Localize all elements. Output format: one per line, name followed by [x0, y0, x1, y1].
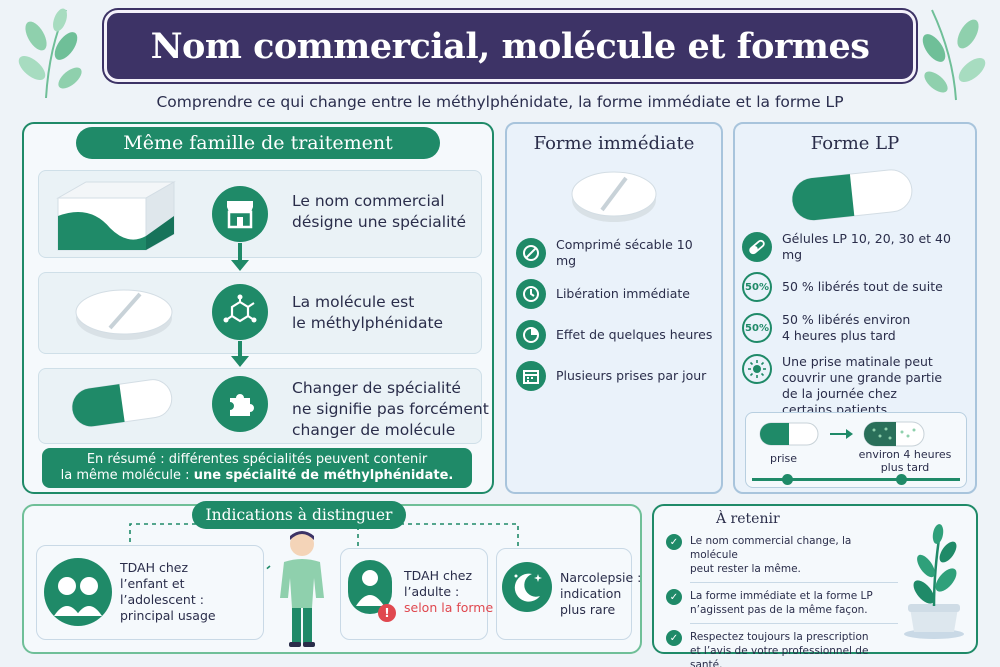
leaf-decoration-right-icon	[922, 9, 986, 101]
shop-icon	[212, 186, 268, 242]
retenir-item-1: ✓ Le nom commercial change, la molécule …	[666, 534, 898, 576]
retenir-item-2-line2: n’agissent pas de la même façon.	[690, 604, 868, 616]
timeline-start-label: prise	[770, 452, 798, 465]
resume-line2-prefix: la même molécule :	[60, 468, 194, 483]
indication-3-line2: indication	[560, 586, 622, 601]
lp-feature-3-line2: 4 heures plus tard	[782, 328, 896, 343]
title-banner: Nom commercial, molécule et formes	[104, 10, 916, 82]
calendar-icon	[516, 361, 546, 391]
resume-line2-bold: une spécialité de méthylphénidate.	[193, 468, 454, 483]
lp-feature-4-line3: de la journée chez	[782, 386, 897, 401]
retenir-item-2: ✓ La forme immédiate et la forme LP n’ag…	[666, 589, 898, 617]
immediate-feature-2: Libération immédiate	[516, 279, 716, 309]
percent-icon: 50%	[742, 272, 772, 302]
retenir-item-3: ✓ Respectez toujours la prescription et …	[666, 630, 898, 667]
check-icon: ✓	[666, 630, 682, 646]
immediate-title: Forme immédiate	[533, 133, 695, 154]
capsule-released-icon	[863, 421, 925, 447]
moon-stars-icon	[502, 562, 552, 612]
indication-3-line1: Narcolepsie :	[560, 570, 642, 585]
immediate-feature-1-text: Comprimé sécable 10 mg	[556, 237, 693, 268]
arrow-stem	[238, 243, 242, 261]
lp-feature-1: Gélules LP 10, 20, 30 et 40 mg	[742, 231, 974, 262]
lp-feature-1-text: Gélules LP 10, 20, 30 et 40 mg	[782, 231, 951, 262]
retenir-item-3-line2: et l’avis de votre professionnel de sant…	[690, 645, 869, 667]
check-icon: ✓	[666, 534, 682, 550]
down-arrow-icon	[231, 260, 249, 271]
adult-icon	[348, 560, 392, 614]
capsule-start-icon	[759, 422, 819, 446]
resume-bar: En résumé : différentes spécialités peuv…	[42, 448, 472, 488]
resume-line1: En résumé : différentes spécialités peuv…	[86, 452, 428, 467]
molecule-icon	[212, 284, 268, 340]
famille-row1-line1: Le nom commercial	[292, 192, 445, 210]
timeline-track	[752, 478, 960, 481]
potted-plant-icon	[904, 524, 964, 639]
lp-feature-3: 50% 50 % libérés environ 4 heures plus t…	[742, 312, 974, 344]
capsule-small-icon	[742, 232, 772, 262]
famille-row3-line1: Changer de spécialité	[292, 379, 461, 397]
medicine-box-icon	[56, 181, 176, 251]
indication-3-line3: plus rare	[560, 602, 616, 617]
famille-row2-line2: le méthylphénidate	[292, 314, 444, 332]
retenir-item-1-line2: peut rester la même.	[690, 563, 801, 575]
indication-1-line3: l’adolescent :	[120, 592, 204, 607]
lp-feature-2: 50% 50 % libérés tout de suite	[742, 272, 974, 302]
famille-row3-line2: ne signifie pas forcément	[292, 400, 489, 418]
timeline-dot-start	[782, 474, 793, 485]
capsule-icon	[791, 169, 913, 221]
tablet-icon	[75, 289, 173, 340]
arrow-stem	[238, 341, 242, 357]
tablet-icon	[571, 171, 657, 222]
capsule-icon	[71, 379, 173, 427]
immediate-feature-4: Plusieurs prises par jour	[516, 361, 716, 391]
lp-title: Forme LP	[810, 133, 900, 154]
famille-row1-line2: désigne une spécialité	[292, 213, 466, 231]
timeline-end-label-line1: environ 4 heures	[858, 448, 952, 461]
sun-icon	[742, 354, 772, 384]
leaf-decoration-left-icon	[18, 8, 82, 99]
retenir-item-3-line1: Respectez toujours la prescription	[690, 631, 869, 643]
lp-feature-4-line2: couvrir une grande partie	[782, 370, 943, 385]
divider	[690, 623, 898, 624]
alert-icon: !	[378, 604, 396, 622]
lp-feature-3-line1: 50 % libérés environ	[782, 312, 911, 327]
timeline-end-label-line2: plus tard	[880, 461, 930, 474]
children-icon	[44, 558, 112, 626]
immediate-feature-1: Comprimé sécable 10 mg	[516, 237, 716, 268]
immediate-feature-3: Effet de quelques heures	[516, 320, 716, 350]
page-title: Nom commercial, molécule et formes	[150, 25, 870, 67]
down-arrow-icon	[231, 356, 249, 367]
page-subtitle: Comprendre ce qui change entre le méthyl…	[156, 93, 844, 111]
clock-icon	[516, 279, 546, 309]
retenir-item-1-line1: Le nom commercial change, la molécule	[690, 535, 852, 561]
person-figure-icon	[280, 531, 324, 647]
immediate-feature-4-text: Plusieurs prises par jour	[556, 368, 707, 383]
famille-row3-line3: changer de molécule	[292, 421, 456, 439]
indication-1-line1: TDAH chez	[120, 560, 189, 575]
indication-2-line1: TDAH chez	[404, 568, 473, 583]
immediate-feature-3-text: Effet de quelques heures	[556, 327, 713, 342]
puzzle-icon	[212, 376, 268, 432]
percent-icon: 50%	[742, 313, 772, 343]
timeline-dot-end	[896, 474, 907, 485]
lp-feature-4: Une prise matinale peut couvrir une gran…	[742, 354, 974, 418]
split-tablet-icon	[516, 238, 546, 268]
divider	[690, 582, 898, 583]
famille-row2-line1: La molécule est	[292, 293, 415, 311]
check-icon: ✓	[666, 589, 682, 605]
indication-1-line2: l’enfant et	[120, 576, 185, 591]
lp-feature-4-line1: Une prise matinale peut	[782, 354, 933, 369]
pie-timer-icon	[516, 320, 546, 350]
famille-title: Même famille de traitement	[76, 127, 440, 159]
indication-2-highlight: selon la forme	[404, 600, 494, 615]
retenir-item-2-line1: La forme immédiate et la forme LP	[690, 590, 873, 602]
retenir-title: À retenir	[716, 511, 780, 527]
arrow-right-icon	[830, 429, 853, 439]
indication-2-line2: l’adulte :	[404, 584, 460, 599]
indication-1-line4: principal usage	[120, 608, 216, 623]
immediate-feature-2-text: Libération immédiate	[556, 286, 690, 301]
lp-feature-2-text: 50 % libérés tout de suite	[782, 279, 943, 294]
